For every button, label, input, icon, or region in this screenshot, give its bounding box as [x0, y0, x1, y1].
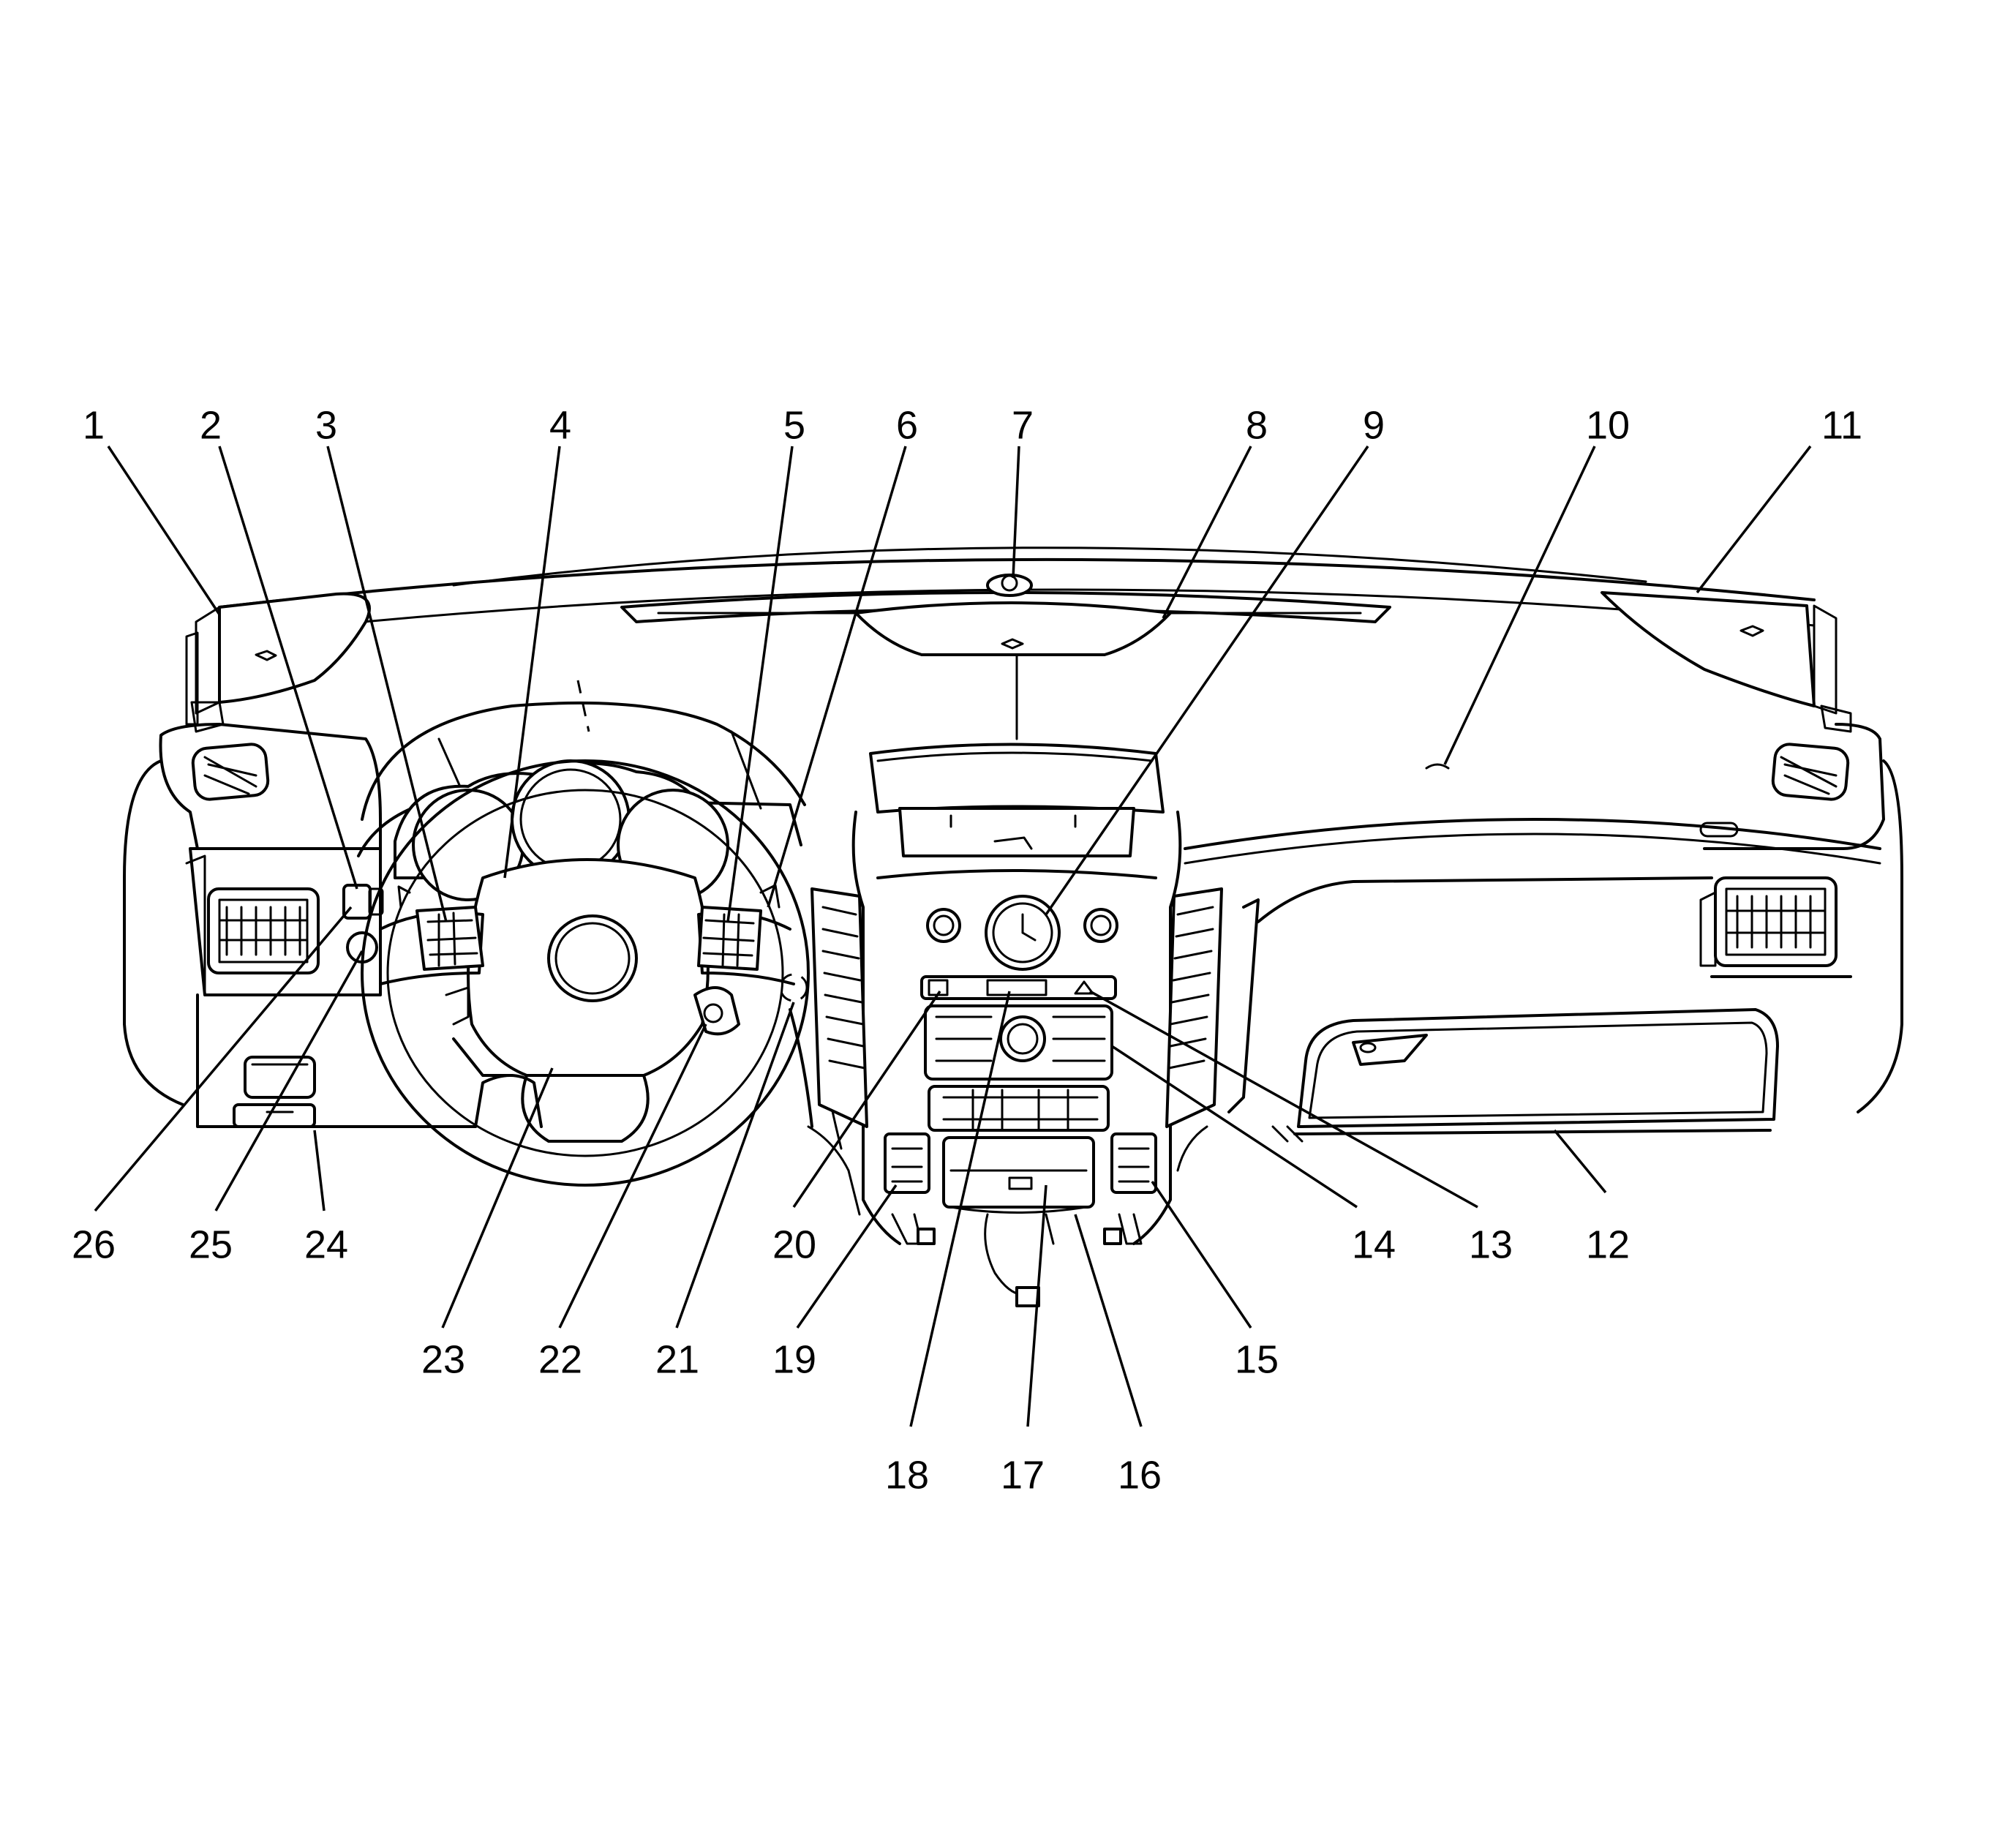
leader-8	[1162, 446, 1252, 619]
callout-4: 4	[549, 403, 571, 447]
callout-3: 3	[315, 403, 337, 447]
callout-16: 16	[1118, 1453, 1162, 1497]
leader-2	[218, 446, 358, 890]
callout-17: 17	[1001, 1453, 1045, 1497]
callout-5: 5	[783, 403, 805, 447]
leader-11	[1696, 445, 1812, 594]
leader-24	[313, 1130, 326, 1211]
leader-18	[909, 991, 1011, 1427]
hazard-switch-row	[920, 975, 1117, 1000]
callout-13: 13	[1469, 1222, 1513, 1266]
lock-cylinder	[779, 973, 808, 1002]
center-stack-bezel	[851, 811, 901, 1245]
leader-12	[1553, 1129, 1607, 1194]
right-side-panel	[1857, 759, 1903, 1113]
left-outboard-vent	[207, 887, 320, 974]
dimmer-switch	[342, 884, 372, 920]
callout-26: 26	[72, 1222, 116, 1266]
leader-19	[796, 1184, 898, 1329]
left-center-vent	[810, 887, 868, 1128]
leader-26	[94, 906, 353, 1212]
sunload-sensor	[986, 574, 1033, 597]
callout-21: 21	[655, 1337, 699, 1381]
callout-12: 12	[1586, 1222, 1630, 1266]
right-outboard-vent	[1714, 876, 1838, 967]
leader-5	[726, 446, 794, 923]
callout-24: 24	[304, 1222, 348, 1266]
dash-upper-surface	[159, 723, 382, 850]
leader-20	[792, 991, 941, 1208]
left-seat-switch	[884, 1132, 930, 1194]
leader-4	[503, 446, 561, 879]
leader-25	[214, 950, 364, 1211]
leader-7	[1012, 446, 1020, 579]
callout-11: 11	[1821, 403, 1862, 447]
steering-wheel-rim	[361, 759, 810, 1187]
right-end-cap-upper	[1601, 591, 1816, 707]
leader-23	[441, 1067, 554, 1329]
left-side-panel	[123, 759, 184, 1106]
callout-10: 10	[1586, 403, 1630, 447]
instrument-panel-drawing	[123, 546, 1903, 1307]
leader-6	[767, 446, 907, 908]
storage-compartment	[942, 1136, 1095, 1209]
leader-16	[1074, 1214, 1143, 1427]
right-center-vent	[1165, 887, 1223, 1128]
callout-18: 18	[885, 1453, 929, 1497]
callout-15: 15	[1235, 1337, 1279, 1381]
callout-9: 9	[1363, 403, 1385, 447]
callout-14: 14	[1352, 1222, 1396, 1266]
leader-22	[558, 1023, 707, 1329]
leader-17	[1026, 1184, 1048, 1427]
leader-10	[1443, 446, 1596, 765]
callout-23: 23	[421, 1337, 465, 1381]
callout-22: 22	[538, 1337, 582, 1381]
sensor-cover	[854, 601, 1172, 656]
leader-3	[326, 446, 448, 923]
leader-9	[1045, 446, 1369, 915]
knee-bolster	[196, 993, 477, 1128]
ignition-switch	[693, 986, 740, 1036]
callout-1: 1	[83, 403, 105, 447]
callout-7: 7	[1012, 403, 1034, 447]
leader-15	[1151, 1181, 1252, 1329]
callout-25: 25	[189, 1222, 233, 1266]
callout-8: 8	[1246, 403, 1268, 447]
leader-14	[1111, 1045, 1358, 1209]
callout-labels: 1 2 3 4 5 6 7 8 9 10 11 12 13 14 15 16 1…	[72, 403, 1862, 1497]
right-seat-switch	[1110, 1132, 1157, 1194]
leader-lines	[94, 445, 1812, 1427]
leader-21	[675, 1002, 795, 1329]
callout-6: 6	[896, 403, 918, 447]
leader-1	[107, 446, 221, 615]
navigation-display	[869, 743, 1165, 814]
hvac-control-panel	[928, 1085, 1110, 1132]
callout-19: 19	[772, 1337, 816, 1381]
callout-2: 2	[200, 403, 222, 447]
callout-20: 20	[772, 1222, 816, 1266]
leader-13	[1089, 990, 1478, 1209]
cluster-hood	[361, 701, 806, 821]
